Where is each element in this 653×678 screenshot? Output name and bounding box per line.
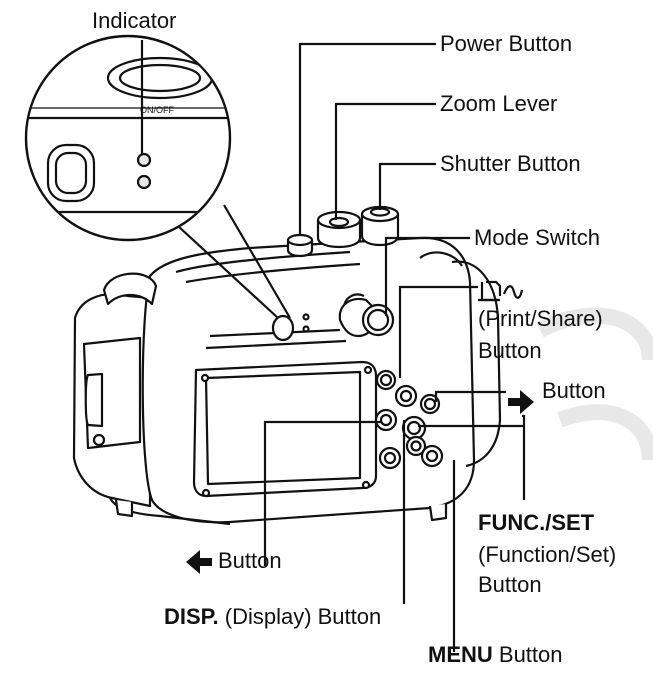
power-callout: [298, 42, 436, 236]
inset-switch-label: ON/OFF: [140, 105, 174, 115]
print-share-callout: [398, 285, 478, 378]
indicator-label: Indicator: [92, 8, 177, 33]
menu-label-rest: Button: [492, 642, 563, 667]
menu-label-bold: MENU: [428, 642, 493, 667]
shutter-callout: [378, 162, 436, 210]
zoom-callout: [334, 102, 436, 220]
left-arrow-icon: [186, 550, 212, 574]
func-set-label: FUNC./SET: [478, 510, 595, 535]
right-button-callout: [434, 390, 506, 402]
top-controls: [286, 205, 400, 258]
right-arrow-icon: [508, 390, 534, 414]
func-set-label-line3: Button: [478, 572, 542, 597]
disp-label-rest: (Display) Button: [218, 604, 382, 629]
shutter-button-label: Shutter Button: [440, 151, 581, 176]
inset-connector-line: [223, 204, 291, 319]
left-button-callout: [263, 420, 382, 566]
disp-label-bold: DISP.: [164, 604, 219, 629]
right-button-label: Button: [542, 378, 606, 403]
inset-connector-line: [165, 214, 279, 319]
disp-label: DISP. (Display) Button: [164, 604, 381, 630]
print-share-label-line1: (Print/Share): [478, 306, 603, 331]
callout-lines: [140, 40, 526, 652]
print-share-icon: [478, 280, 524, 302]
zoom-lever-label: Zoom Lever: [440, 91, 558, 116]
watermark: [536, 307, 653, 461]
camera-housing: [72, 236, 502, 526]
print-share-label-line2: Button: [478, 338, 542, 363]
inset-detail: ON/OFF: [24, 34, 291, 319]
power-button-label: Power Button: [440, 31, 573, 56]
left-button-label: Button: [218, 548, 282, 573]
menu-label: MENU Button: [428, 642, 563, 668]
back-controls: [338, 293, 444, 470]
func-set-callout-vertical: [522, 414, 526, 500]
mode-switch-label: Mode Switch: [474, 225, 600, 250]
mode-switch-callout: [384, 236, 470, 316]
func-set-label-line2: (Function/Set): [478, 542, 617, 567]
